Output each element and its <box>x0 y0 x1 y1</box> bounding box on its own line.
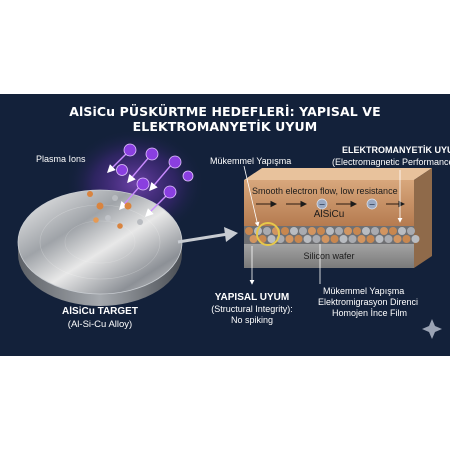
callout-lines <box>243 165 403 285</box>
benefit-item: Elektromigrasyon Direnci <box>318 297 419 307</box>
svg-text:−: − <box>369 200 376 209</box>
no-spiking-note: No spiking <box>230 315 274 325</box>
process-arrow <box>177 227 238 244</box>
adhesion-callout: Mükemmel Yapışma <box>210 156 292 166</box>
interface-atom <box>371 227 379 235</box>
interface-atom <box>317 227 325 235</box>
interface-atom <box>398 227 406 235</box>
interface-atom <box>335 227 343 235</box>
interface-atom <box>299 227 307 235</box>
interface-atom <box>353 227 361 235</box>
sparkle-icon <box>422 319 442 339</box>
interface-atom <box>339 235 348 243</box>
diagram-graphics: − − <box>17 129 442 339</box>
interface-atom <box>263 227 271 235</box>
interface-atom <box>308 227 316 235</box>
target-name: AlSiCu TARGET <box>62 306 138 317</box>
interface-atom <box>267 235 276 243</box>
sputtered-atoms <box>87 191 143 229</box>
interface-atom <box>389 227 397 235</box>
electrons: − − <box>316 198 378 210</box>
interface-atom <box>294 235 303 243</box>
benefit-item: Mükemmel Yapışma <box>323 286 405 296</box>
interface-atom <box>384 235 393 243</box>
interface-atom <box>375 235 384 243</box>
benefit-item: Homojen İnce Film <box>332 308 408 318</box>
interface-atom <box>245 227 253 235</box>
infographic-panel: − − AlSiCu PÜSKÜRTME HEDEFLERİ: YAPISAL … <box>0 94 450 356</box>
interface-atom <box>362 227 370 235</box>
em-compatibility-title: ELEKTROMANYETİK UYUM <box>342 145 450 155</box>
interface-atom <box>357 235 366 243</box>
svg-text:−: − <box>319 200 326 209</box>
interface-atom <box>290 227 298 235</box>
plasma-ions <box>116 143 194 199</box>
interface-atom <box>411 235 420 243</box>
plasma-ions-label: Plasma Ions <box>36 154 86 164</box>
interface-atom <box>281 227 289 235</box>
film-cross-section <box>244 168 432 268</box>
interface-atom <box>393 235 402 243</box>
interface-atoms <box>245 227 420 243</box>
target-alloy: (Al-Si-Cu Alloy) <box>67 319 133 330</box>
interface-atom <box>312 235 321 243</box>
structural-compatibility-sub: (Structural Integrity): <box>211 304 293 314</box>
interface-atom <box>380 227 388 235</box>
interface-atom <box>407 227 415 235</box>
interface-atom <box>344 227 352 235</box>
ion-trajectories <box>107 151 173 217</box>
alsicu-target-disk <box>17 189 183 306</box>
wafer-label: Silicon wafer <box>303 251 355 261</box>
interface-highlight <box>256 222 280 246</box>
interface-atom <box>330 235 339 243</box>
interface-atom <box>348 235 357 243</box>
structural-compatibility-title: YAPISAL UYUM <box>214 292 290 303</box>
electron-flow-label: Smooth electron flow, low resistance <box>252 186 398 196</box>
interface-atom <box>303 235 312 243</box>
em-compatibility-sub: (Electromagnetic Performance) <box>332 157 450 167</box>
interface-atom <box>402 235 411 243</box>
infographic-title: AlSiCu PÜSKÜRTME HEDEFLERİ: YAPISAL VE E… <box>69 104 381 134</box>
interface-atom <box>285 235 294 243</box>
interface-atom <box>249 235 258 243</box>
film-label: AlSiCu <box>313 209 345 220</box>
interface-atom <box>321 235 330 243</box>
interface-atom <box>366 235 375 243</box>
interface-atom <box>326 227 334 235</box>
